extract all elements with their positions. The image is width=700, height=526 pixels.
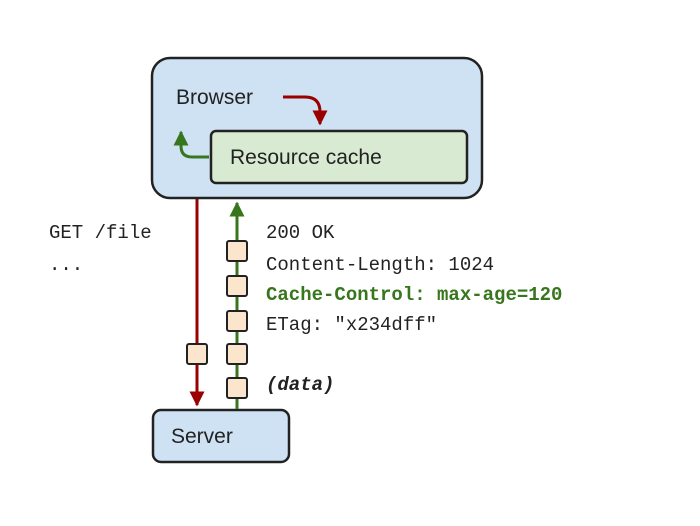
request-packet [186, 343, 208, 365]
response-packet [226, 310, 248, 332]
cache-store-arrow [283, 95, 328, 126]
content-length-header: Content-Length: 1024 [266, 254, 495, 276]
etag-header: ETag: "x234dff" [266, 314, 438, 336]
resource-cache-label: Resource cache [230, 146, 382, 169]
response-status-line: 200 OK [266, 222, 335, 244]
response-packet [226, 377, 248, 399]
response-packet [226, 343, 248, 365]
resource-cache-box [209, 129, 469, 185]
request-line: GET /file [49, 222, 152, 244]
cache-return-arrow [173, 130, 209, 159]
browser-label: Browser [176, 86, 254, 109]
response-packet [226, 240, 248, 262]
cache-control-header: Cache-Control: max-age=120 [266, 284, 563, 306]
response-packet [226, 275, 248, 297]
server-label: Server [171, 425, 233, 448]
server-box [151, 408, 291, 464]
response-body-label: (data) [266, 374, 335, 396]
request-ellipsis: ... [49, 254, 84, 276]
